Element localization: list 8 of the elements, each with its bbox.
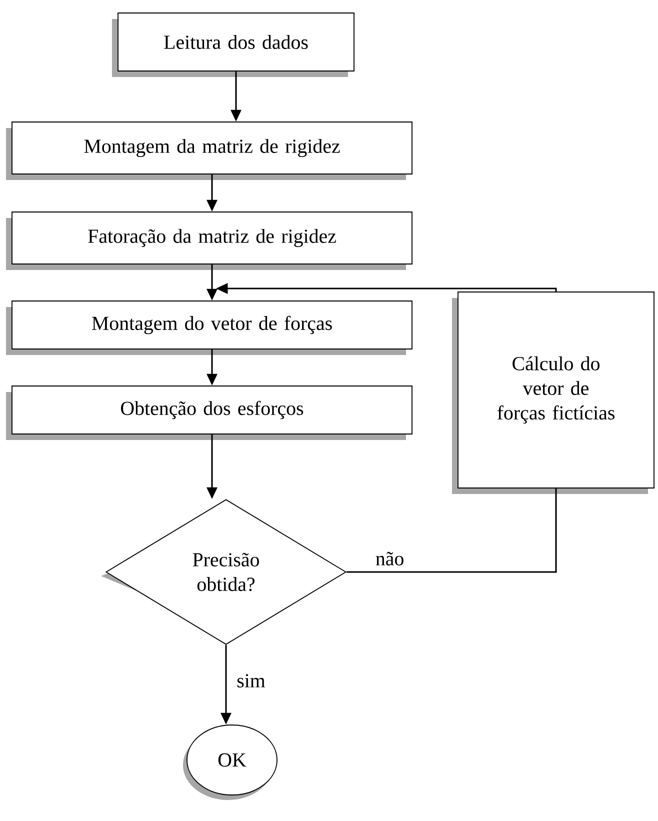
process-box: Obtenção dos esforços	[6, 386, 412, 440]
process-box: Montagem da matriz de rigidez	[6, 122, 412, 180]
process-box: Cálculo do vetor de forças fictícias	[452, 292, 654, 494]
process-box: Leitura dos dados	[112, 12, 354, 77]
process-box: Fatoração da matriz de rigidez	[6, 212, 412, 270]
process-box: Montagem do vetor de forças	[6, 300, 412, 355]
edge-label: sim	[237, 674, 266, 688]
edge-label: não	[376, 552, 404, 566]
